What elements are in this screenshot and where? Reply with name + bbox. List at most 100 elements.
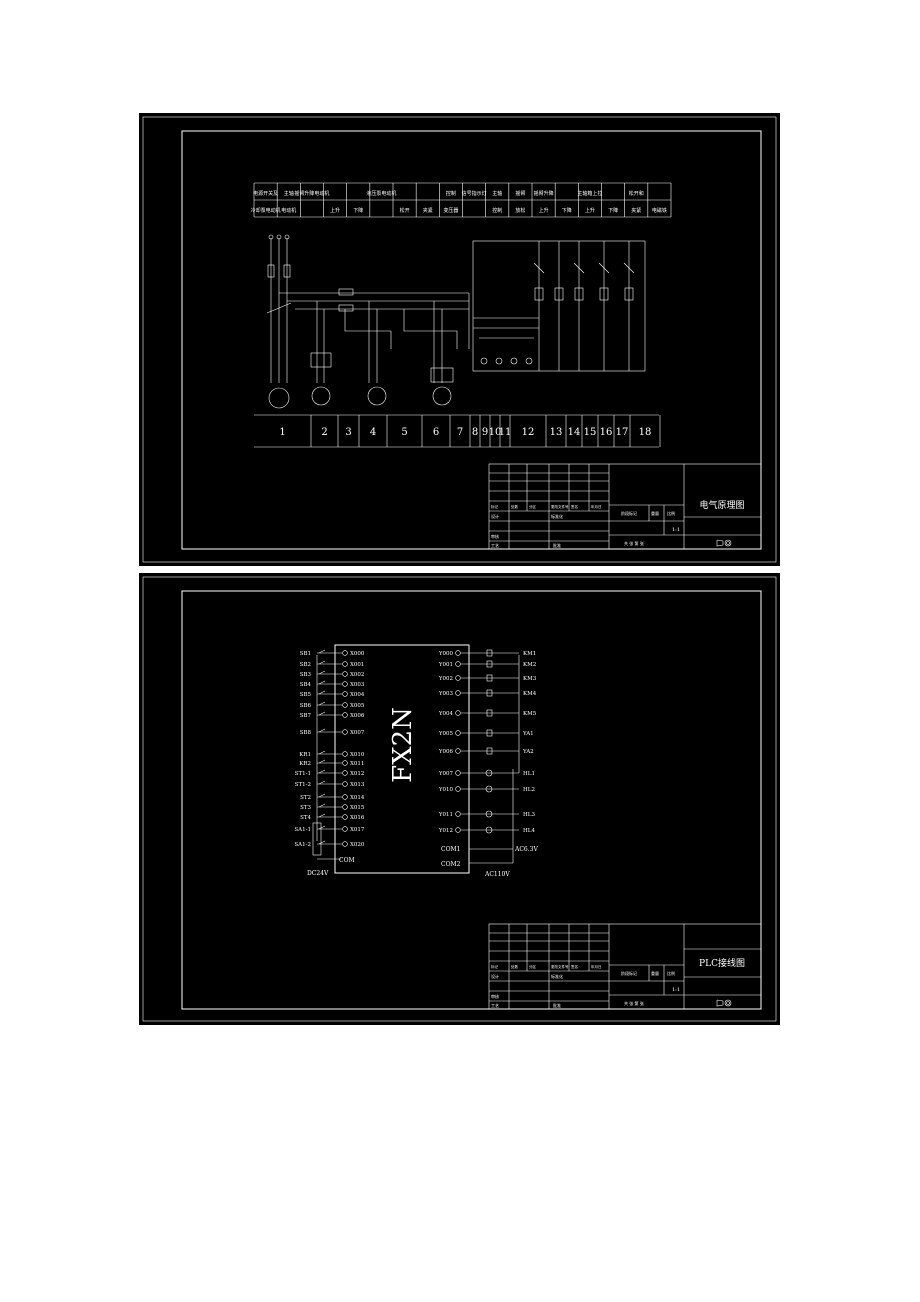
title-row-label: 处数 <box>511 964 519 969</box>
stage-mark-label: 阶段标记 <box>621 510 637 516</box>
input-device-label: ST3 <box>300 805 311 811</box>
coil-icon <box>486 747 493 755</box>
zone-number: 17 <box>616 427 629 438</box>
output-device-label: HL3 <box>523 812 535 818</box>
header-cell-bottom: 下降 <box>353 207 363 214</box>
input-device-label: SB3 <box>300 672 312 678</box>
input-device-label: ST1-1 <box>295 771 311 777</box>
header-cell-top: 摇臂升降 <box>534 190 554 197</box>
input-terminal-label: X007 <box>350 730 365 736</box>
input-device-label: SB4 <box>300 682 312 688</box>
standard-label: 标准化 <box>551 973 563 979</box>
input-switch-icon <box>318 813 326 818</box>
zone-number: 10 <box>489 427 502 438</box>
input-supply-bracket <box>312 655 341 860</box>
input-switch-icon <box>318 759 326 764</box>
input-terminal-icon <box>342 794 348 800</box>
lamp-icon <box>485 826 493 834</box>
output-device-label: KM1 <box>523 651 536 657</box>
output-com1-terminal: COM1 <box>441 846 460 853</box>
stage-mark-label: 阶段标记 <box>621 970 637 976</box>
input-device-label: KR2 <box>299 761 311 767</box>
title-row-label: 标记 <box>491 504 499 509</box>
header-cell-bottom: 变压器 <box>443 207 458 214</box>
output-terminal-icon <box>455 827 461 833</box>
input-terminal-icon <box>342 702 348 708</box>
output-com2-terminal: COM2 <box>441 861 461 868</box>
output-device-label: YA2 <box>522 749 534 755</box>
output-terminal-icon <box>455 786 461 792</box>
electrical-schematic-sheet: 电源开关及冷却泵电动机主轴电动机摇臂升降电动机上升下降液压泵电动机松开夹紧控制变… <box>139 113 780 566</box>
inner-frame <box>181 590 762 1010</box>
input-terminal-label: X015 <box>350 805 365 811</box>
input-device-label: SB5 <box>300 692 312 698</box>
output-supply-ac110v: AC110V <box>484 871 510 878</box>
lamp-icon <box>485 810 493 818</box>
weight-label: 重量 <box>651 970 659 976</box>
input-device-label: SA1-2 <box>294 842 311 848</box>
weight-label: 重量 <box>651 510 659 516</box>
zone-number: 6 <box>433 427 439 438</box>
header-cell-top: 摇臂 <box>515 190 525 197</box>
projection-symbol-icon <box>726 1001 730 1005</box>
input-device-label: ST1-2 <box>295 782 311 788</box>
title-block: 标记处数分区更改文件号签名年月日设计标准化审核工艺批准阶段标记重量比例1:1共 … <box>488 923 762 1010</box>
title-row-label: 更改文件号 <box>551 504 569 509</box>
projection-symbol-icon <box>724 999 732 1007</box>
coil-icon <box>486 660 493 668</box>
drawing-title: 电气原理图 <box>699 499 744 511</box>
input-terminal-label: X010 <box>350 752 365 758</box>
output-terminal-icon <box>455 730 461 736</box>
title-row-label: 签名 <box>571 964 578 969</box>
input-terminal-icon <box>342 729 348 735</box>
input-device-label: ST4 <box>300 815 311 821</box>
input-terminal-label: X011 <box>350 761 364 767</box>
header-cell-bottom: 松开 <box>400 207 410 214</box>
input-device-label: KR1 <box>299 752 311 758</box>
outer-frame <box>142 116 777 563</box>
input-switch-icon <box>318 793 326 798</box>
output-terminal-icon <box>455 710 461 716</box>
output-device-label: YA1 <box>522 731 534 737</box>
input-switch-icon <box>318 670 326 675</box>
output-terminal-icon <box>455 770 461 776</box>
process-label: 工艺 <box>491 543 499 548</box>
header-cell-bottom: 上升 <box>539 207 549 214</box>
title-row-label: 更改文件号 <box>551 964 569 969</box>
designer-label: 设计 <box>491 513 499 519</box>
header-cell-top: 松开和 <box>629 190 644 197</box>
zone-number: 4 <box>370 427 376 438</box>
header-cell-top: 电源开关及 <box>253 190 278 197</box>
scale-value: 1:1 <box>672 527 680 533</box>
zone-number: 9 <box>482 427 488 438</box>
process-label: 工艺 <box>491 1003 499 1008</box>
input-terminal-label: X020 <box>350 842 365 848</box>
coil-icon <box>486 649 493 657</box>
plc-body <box>334 644 470 874</box>
input-device-label: SB6 <box>300 703 312 709</box>
input-terminal-label: X003 <box>350 682 365 688</box>
coil-icon <box>486 689 493 697</box>
scale-value: 1:1 <box>672 987 680 993</box>
input-terminal-icon <box>342 760 348 766</box>
zone-number: 1 <box>279 427 285 438</box>
header-cell-bottom: 下降 <box>608 207 618 214</box>
header-cell-bottom: 上升 <box>585 207 595 214</box>
output-device-label: HL1 <box>523 771 535 777</box>
input-switch-icon <box>318 750 326 755</box>
lamp-icon <box>485 785 493 793</box>
header-cell-bottom: 冷却泵电动机 <box>251 207 281 214</box>
input-terminal-label: X012 <box>350 771 364 777</box>
coil-icon <box>486 729 493 737</box>
input-switch-icon <box>318 649 326 654</box>
input-terminal-label: X000 <box>350 651 365 657</box>
input-switch-icon <box>318 660 326 665</box>
zone-number: 8 <box>472 427 478 438</box>
output-terminal-label: Y011 <box>438 812 453 818</box>
output-terminal-icon <box>455 661 461 667</box>
output-terminal-icon <box>455 690 461 696</box>
inner-frame <box>181 130 762 550</box>
input-switch-icon <box>318 728 326 733</box>
input-switch-icon <box>318 701 326 706</box>
